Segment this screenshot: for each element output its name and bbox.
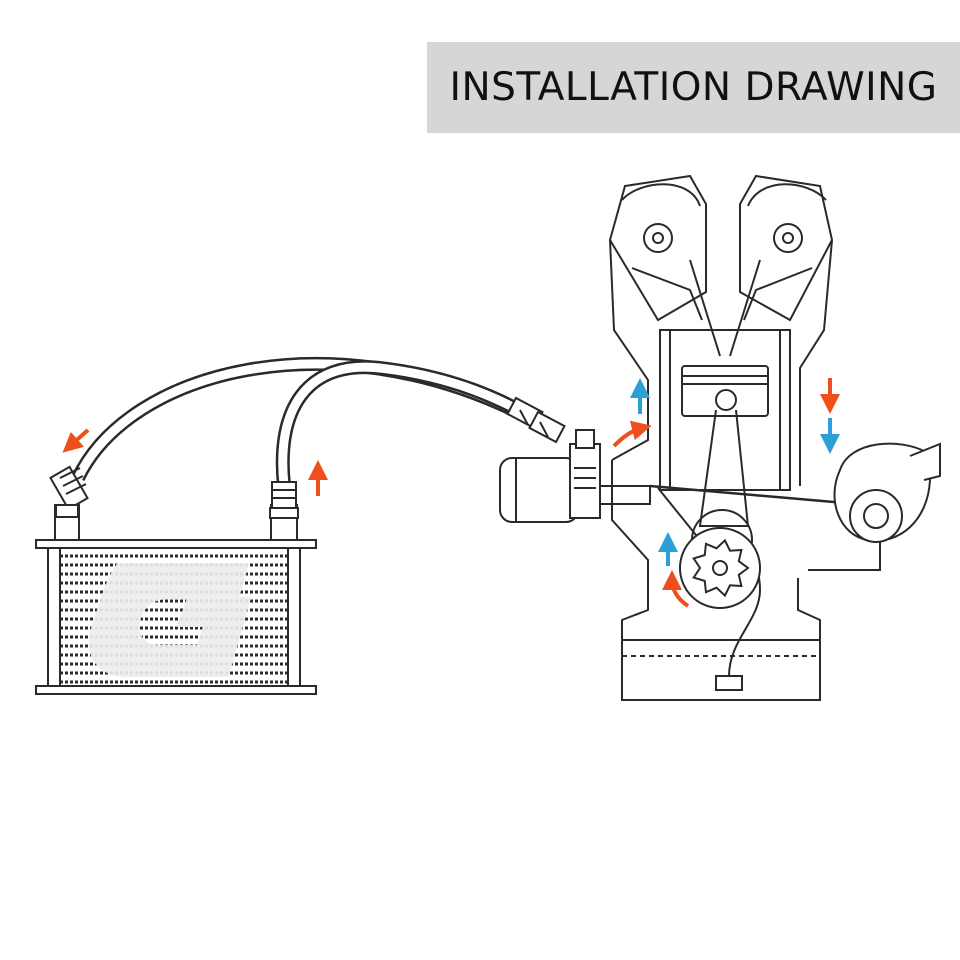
page-title: INSTALLATION DRAWING — [449, 65, 938, 110]
flow-arrows — [62, 378, 840, 608]
feed-hose — [275, 360, 544, 486]
turbocharger — [833, 442, 941, 543]
arrow-pump-orange — [662, 570, 690, 608]
hose-fitting-adapter — [506, 396, 566, 444]
engine — [608, 174, 881, 701]
oil-filter — [499, 457, 579, 523]
arrow-adapter-in — [612, 420, 652, 448]
hose-fitting-right — [269, 481, 299, 519]
sandwich-adapter — [569, 429, 651, 519]
hose-fitting-left — [49, 465, 89, 518]
arrow-cooler-out — [62, 428, 90, 453]
oil-pump — [679, 527, 761, 609]
brand-logo — [88, 563, 252, 677]
title-banner: INSTALLATION DRAWING — [427, 42, 960, 133]
